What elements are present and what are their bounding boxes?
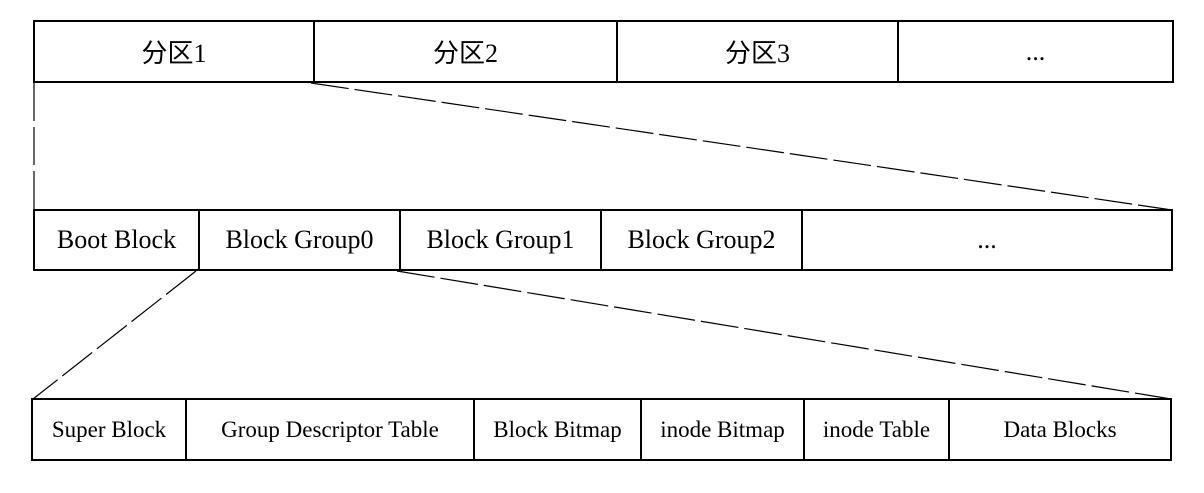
partition-more-cell: ...	[897, 22, 1172, 81]
disk-partitions-row: 分区1 分区2 分区3 ...	[33, 20, 1174, 83]
block-group-more-cell: ...	[801, 211, 1171, 269]
super-block-cell: Super Block	[51, 416, 167, 442]
blockgroup0-left-connector	[32, 270, 197, 400]
partition-2-cell: 分区2	[313, 22, 616, 81]
block-group-layout-row: Super Block Group Descriptor Table Block…	[31, 398, 1172, 461]
block-bitmap-cell: Block Bitmap	[473, 400, 640, 459]
blockgroup0-right-connector	[396, 270, 1172, 400]
data-blocks-cell: Data Blocks	[948, 400, 1170, 459]
block-group-1-cell: Block Group1	[399, 211, 600, 269]
inode-table-cell: inode Table	[803, 400, 948, 459]
partition1-right-connector	[310, 82, 1173, 211]
block-group-2-cell: Block Group2	[600, 211, 801, 269]
partition-3-cell: 分区3	[616, 22, 897, 81]
group-descriptor-table-cell: Group Descriptor Table	[185, 400, 473, 459]
block-group-0-cell: Block Group0	[198, 211, 399, 269]
inode-bitmap-cell: inode Bitmap	[640, 400, 803, 459]
partition-1-cell: 分区1	[141, 39, 207, 68]
boot-block-cell: Boot Block	[56, 225, 177, 254]
partition-layout-row: Boot Block Block Group0 Block Group1 Blo…	[33, 209, 1173, 271]
